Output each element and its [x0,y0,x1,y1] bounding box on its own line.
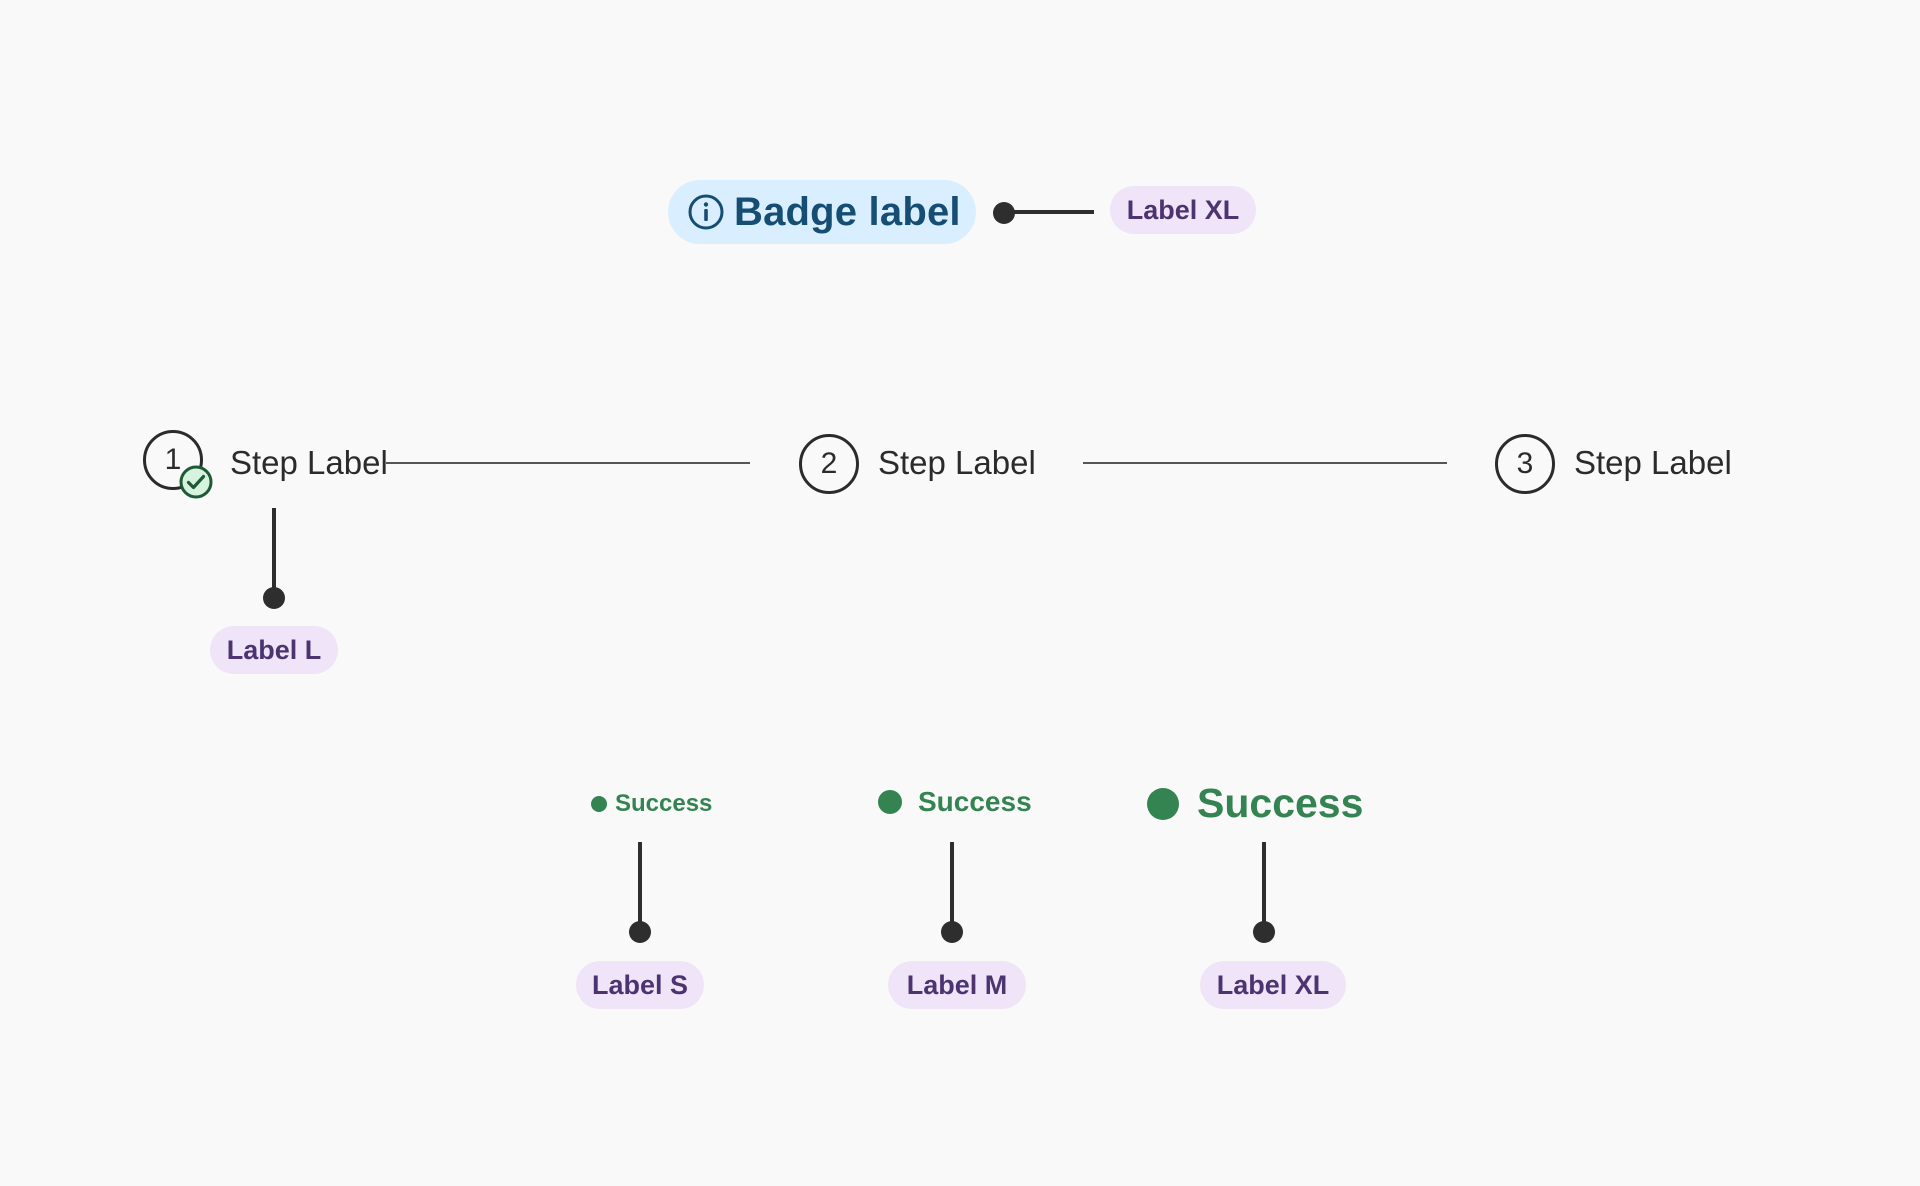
step-2-label: Step Label [878,444,1036,481]
step-number: 2 [820,447,838,480]
status-dot [591,796,607,812]
step-3-label: Step Label [1574,444,1732,481]
status-dot [1147,787,1179,820]
step-1-indicator[interactable]: 1 [143,430,203,490]
connector-dot [1253,921,1275,943]
connector-dot [941,921,963,943]
step-number: 1 [164,443,182,476]
check-circle-icon [179,465,213,499]
step-number: 3 [1516,447,1534,480]
size-label-pill: Label XL [1110,186,1256,234]
size-label-pill: Label XL [1200,961,1346,1009]
step-3-indicator[interactable]: 3 [1495,434,1555,494]
size-label-pill: Label M [888,961,1026,1009]
connector-line [272,508,276,592]
status-text: Success [1197,780,1364,826]
info-circle-icon [688,194,724,230]
status-dot [878,790,902,814]
status-text: Success [615,790,713,817]
size-label-pill: Label S [576,961,704,1009]
connector-dot [629,921,651,943]
connector-line [950,842,954,928]
step-1-label: Step Label [230,444,388,481]
step-connector-line [386,462,750,464]
connector-dot [263,587,285,609]
step-connector-line [1083,462,1447,464]
step-2-indicator[interactable]: 2 [799,434,859,494]
status-success-small: Success [591,790,712,818]
status-text: Success [918,786,1032,817]
size-label-pill: Label L [210,626,338,674]
badge-text: Badge label [734,189,961,234]
info-badge: Badge label [668,180,976,244]
connector-line [1004,210,1094,214]
connector-line [1262,842,1266,928]
status-success-xl: Success [1147,780,1363,827]
connector-line [638,842,642,928]
status-success-medium: Success [878,786,1032,818]
